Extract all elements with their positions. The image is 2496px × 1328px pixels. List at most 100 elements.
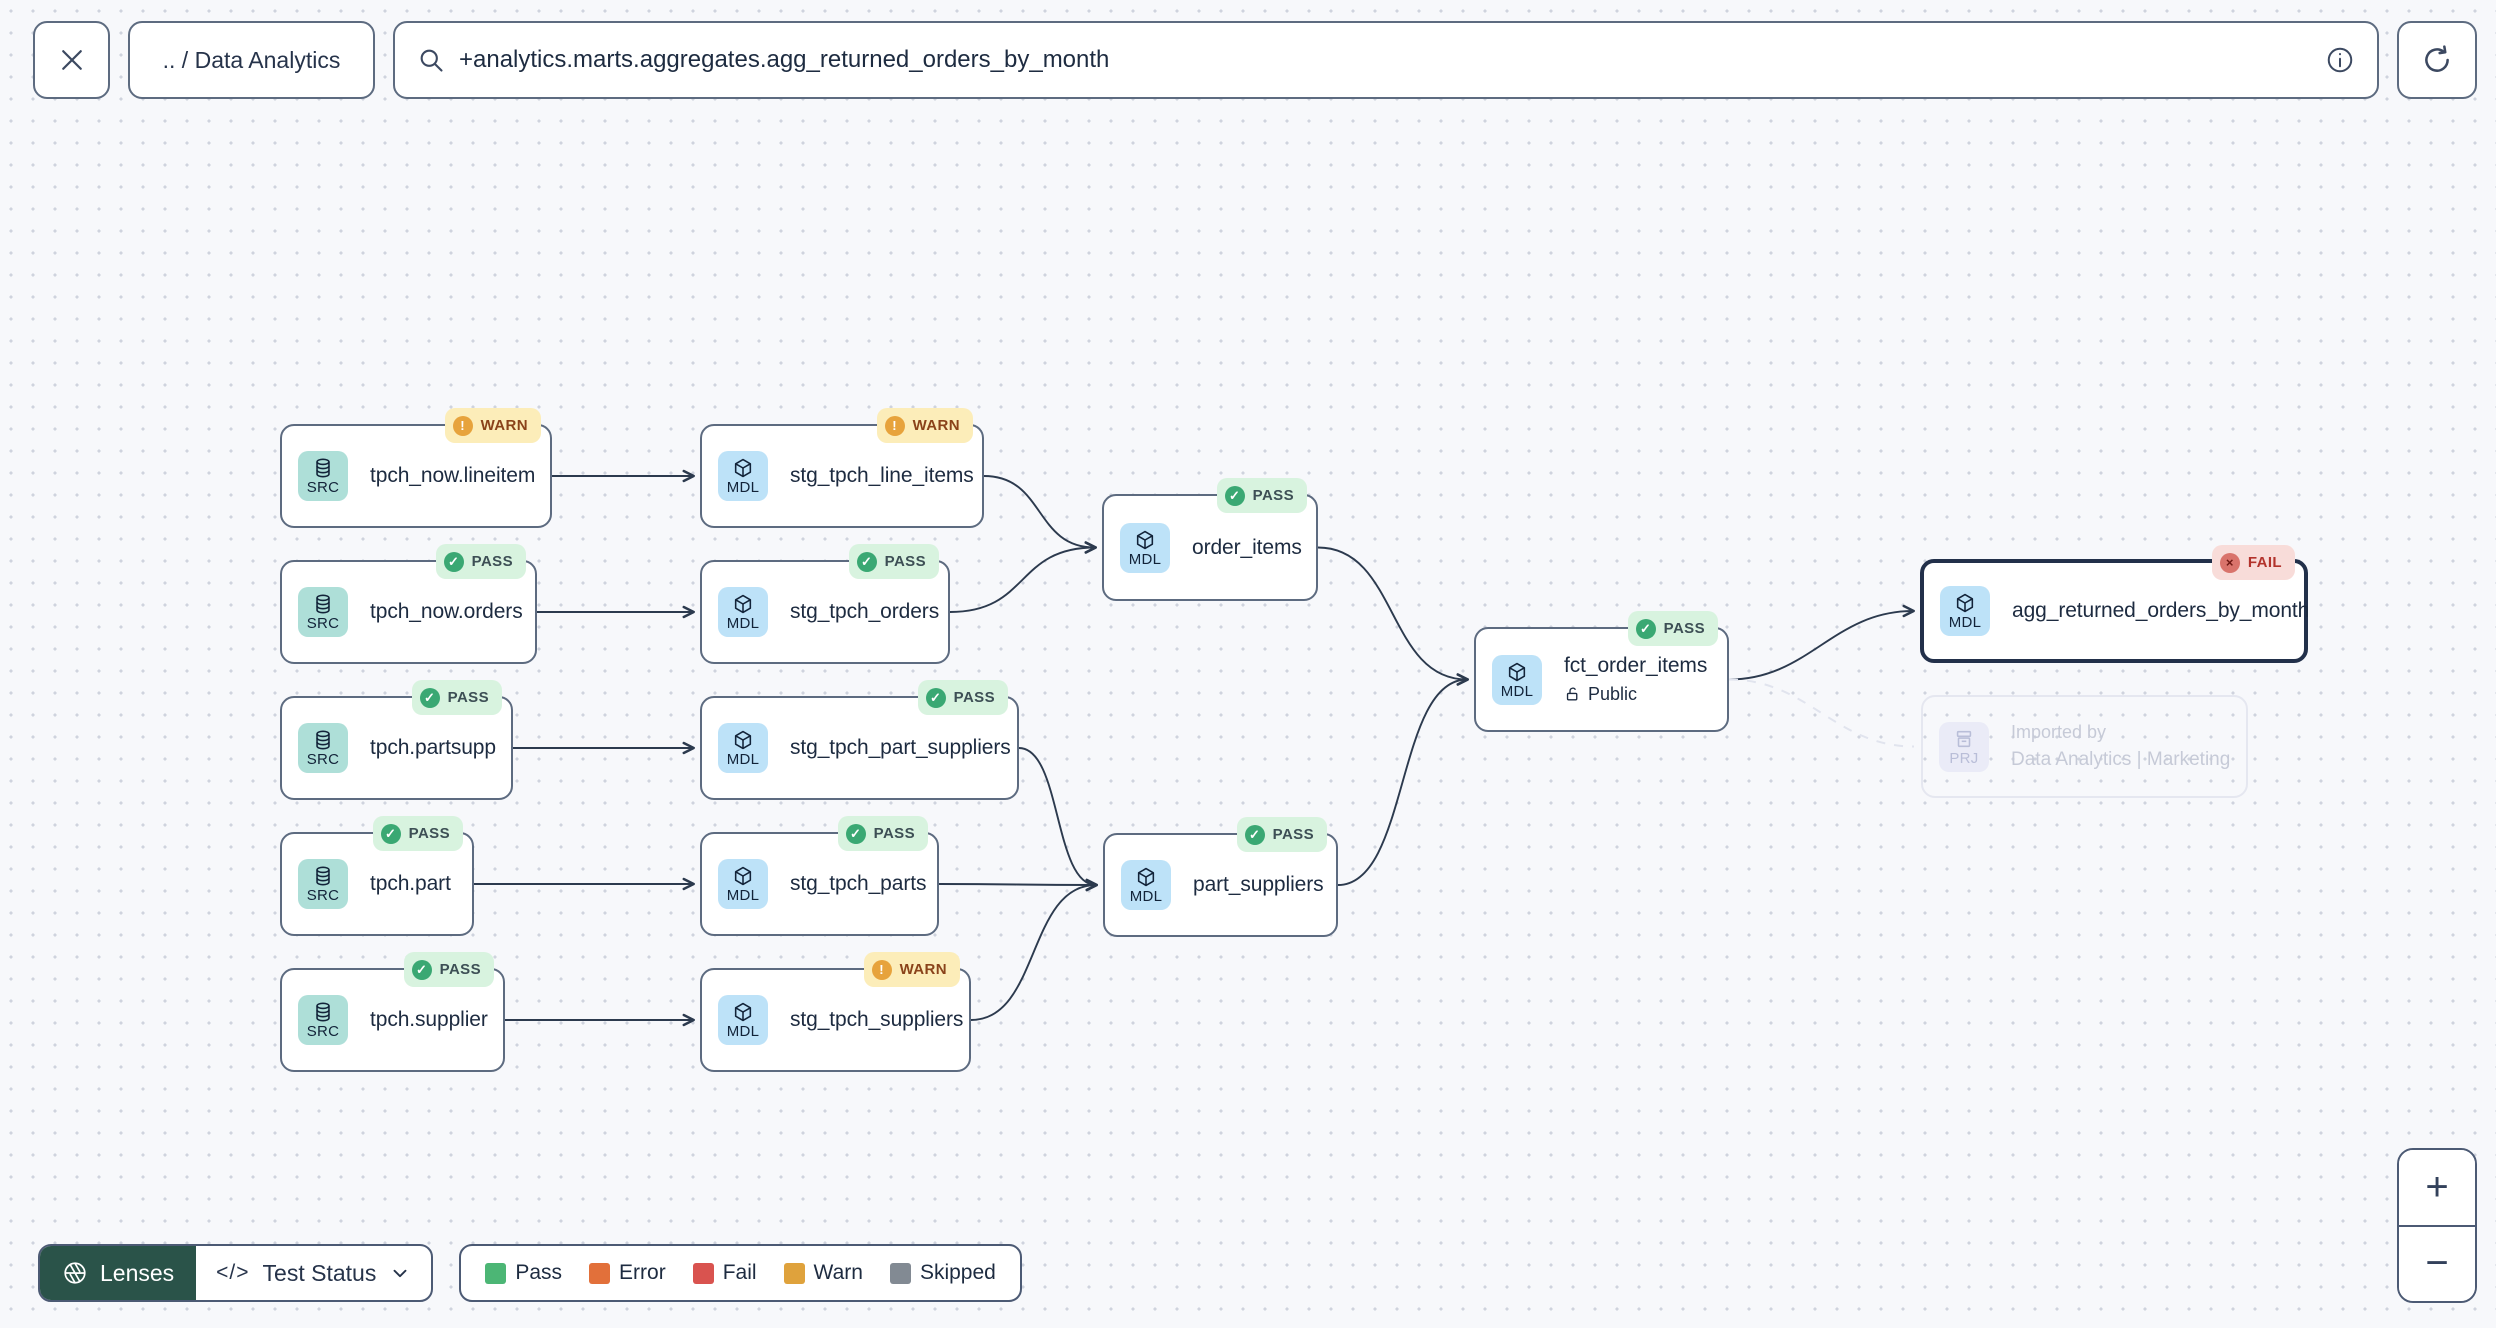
status-badge-label: PASS xyxy=(1272,826,1314,843)
mdl-icon-box: MDL xyxy=(718,995,768,1045)
node-title: stg_tpch_line_items xyxy=(790,464,974,487)
imported-project-label: Data Analytics | Marketing xyxy=(2011,749,2231,770)
graph-node-tpch_part[interactable]: ✓PASS SRC tpch.part xyxy=(280,816,474,936)
edge-order_items-to-fct_order_items xyxy=(1317,546,1469,686)
breadcrumb-label: .. / Data Analytics xyxy=(162,46,341,73)
node-title: stg_tpch_parts xyxy=(790,872,927,895)
edge-fct_order_items-to-agg_returned_orders_by_month xyxy=(1728,604,1915,681)
node-kind-label: MDL xyxy=(1948,614,1982,631)
status-badge-fail: ×FAIL xyxy=(2211,545,2295,580)
model-cube-icon xyxy=(1135,866,1157,888)
edge-stg_tpch_suppliers-to-part_suppliers xyxy=(970,878,1098,1021)
status-pass-icon: ✓ xyxy=(1635,618,1656,639)
zoom-out-button[interactable]: − xyxy=(2399,1226,2475,1301)
breadcrumb[interactable]: .. / Data Analytics xyxy=(128,21,375,99)
status-pass-icon: ✓ xyxy=(411,959,432,980)
src-icon-box: SRC xyxy=(298,587,348,637)
lens-selector-dropdown[interactable]: </> Test Status xyxy=(196,1246,431,1300)
status-badge-label: PASS xyxy=(884,553,926,570)
node-kind-label: MDL xyxy=(1128,550,1162,568)
database-icon xyxy=(312,593,334,615)
status-badge-label: PASS xyxy=(953,689,995,706)
status-warn-icon: ! xyxy=(884,415,905,436)
info-icon[interactable] xyxy=(2325,45,2355,75)
zoom-in-button[interactable]: + xyxy=(2399,1150,2475,1227)
node-title: tpch.part xyxy=(370,872,451,895)
search-icon xyxy=(420,49,443,72)
graph-node-tpch_now_orders[interactable]: ✓PASS SRC tpch_now.orders xyxy=(280,544,537,664)
code-icon: </> xyxy=(216,1261,250,1284)
legend-swatch xyxy=(692,1262,714,1284)
mdl-icon-box: MDL xyxy=(1121,860,1171,910)
status-badge-pass: ✓PASS xyxy=(411,680,502,715)
model-cube-icon xyxy=(732,1001,754,1023)
status-badge-label: PASS xyxy=(471,553,513,570)
status-pass-icon: ✓ xyxy=(925,687,946,708)
search-input[interactable] xyxy=(459,46,2311,74)
status-badge-pass: ✓PASS xyxy=(372,816,463,851)
node-kind-label: PRJ xyxy=(1949,749,1979,767)
aperture-icon xyxy=(64,1262,86,1284)
status-badge-pass: ✓ PASS xyxy=(1627,611,1718,646)
node-kind-label: MDL xyxy=(1129,888,1163,905)
model-cube-icon xyxy=(732,593,754,615)
status-badge-label: PASS xyxy=(873,825,915,842)
access-label: Public xyxy=(1588,684,1638,704)
chevron-down-icon xyxy=(393,1269,407,1278)
status-badge-label: PASS xyxy=(1663,620,1705,637)
node-kind-label: SRC xyxy=(306,615,340,632)
node-kind-label: SRC xyxy=(306,1023,340,1040)
refresh-button[interactable] xyxy=(2397,21,2477,99)
legend-item-warn: Warn xyxy=(783,1261,863,1285)
close-button[interactable] xyxy=(33,21,110,99)
close-icon xyxy=(61,50,82,70)
zoom-controls: + − xyxy=(2397,1148,2477,1303)
legend-label: Warn xyxy=(813,1261,863,1284)
legend-item-skipped: Skipped xyxy=(889,1261,996,1285)
node-title: tpch.partsupp xyxy=(370,736,496,759)
plus-icon: + xyxy=(2425,1164,2449,1209)
mdl-icon-box: MDL xyxy=(1940,586,1990,636)
node-title: tpch_now.orders xyxy=(370,600,523,623)
imported-by-label: Imported by xyxy=(2011,722,2107,742)
legend-label: Fail xyxy=(722,1261,757,1284)
node-title: stg_tpch_part_suppliers xyxy=(790,736,1011,759)
legend-label: Error xyxy=(619,1261,666,1284)
status-pass-icon: ✓ xyxy=(1224,485,1245,506)
graph-node-imported_by_project[interactable]: PRJ Imported by Data Analytics | Marketing xyxy=(1921,695,2248,798)
model-cube-icon xyxy=(732,457,754,479)
model-cube-icon xyxy=(732,729,754,751)
legend-label: Skipped xyxy=(919,1261,996,1284)
node-kind-label: SRC xyxy=(306,887,340,904)
mdl-icon-box: MDL xyxy=(718,451,768,501)
node-kind-label: MDL xyxy=(1500,682,1534,700)
status-badge-pass: ✓PASS xyxy=(1236,817,1327,852)
status-pass-icon: ✓ xyxy=(419,687,440,708)
lenses-button[interactable]: Lenses xyxy=(40,1246,197,1300)
status-badge-label: PASS xyxy=(1252,487,1294,504)
mdl-icon-box: MDL xyxy=(718,587,768,637)
lenses-control: Lenses </> Test Status xyxy=(38,1244,434,1302)
lenses-label: Lenses xyxy=(100,1259,175,1286)
status-pass-icon: ✓ xyxy=(845,823,866,844)
legend-item-fail: Fail xyxy=(692,1261,757,1285)
node-title: tpch_now.lineitem xyxy=(370,464,536,487)
status-badge-label: PASS xyxy=(439,961,481,978)
status-badge-pass: ✓PASS xyxy=(848,544,939,579)
status-badge-pass: ✓PASS xyxy=(435,544,526,579)
